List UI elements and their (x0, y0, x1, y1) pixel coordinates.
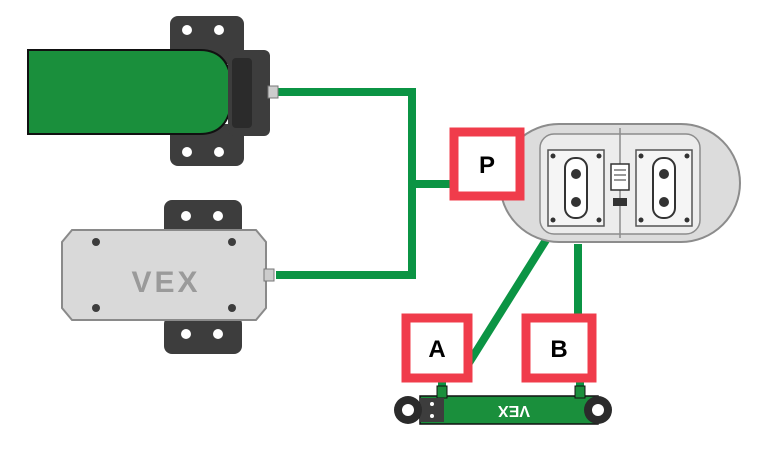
label-b: B (521, 313, 597, 383)
label-p-text: P (479, 152, 495, 179)
piston-logo: VEX (498, 402, 530, 419)
air-tank (27, 16, 279, 166)
cylinder-fitting (263, 268, 275, 282)
piston-port (436, 385, 448, 399)
tank-end-cap-inner (232, 58, 252, 128)
mount-hole (214, 147, 224, 157)
screw (92, 304, 100, 312)
highlight-box-b (521, 313, 597, 383)
mount-hole (181, 329, 191, 339)
mounting-bracket-icon (164, 316, 242, 354)
mount-hole (182, 147, 192, 157)
label-p: P (449, 127, 525, 201)
tank-fitting (267, 85, 279, 99)
tube-port-a (458, 237, 550, 377)
connector-port-icon (610, 163, 630, 191)
indicator-icon (613, 198, 627, 206)
vex-cylinder: VEX (61, 200, 275, 354)
screw (92, 238, 100, 246)
label-a-text: A (428, 336, 445, 363)
valve-port-icon (547, 149, 605, 227)
screw (228, 238, 236, 246)
screw (228, 304, 236, 312)
piston-end-cap (420, 398, 444, 422)
mount-hole (181, 211, 191, 221)
piston-port (574, 385, 586, 399)
valve-port-icon (635, 149, 693, 227)
cylinder-body (61, 229, 267, 321)
highlight-box-a (401, 313, 473, 383)
mount-hole (213, 211, 223, 221)
tube-air-tank-to-manifold (276, 88, 462, 188)
pneumatic-piston: VEX (394, 385, 612, 425)
tank-body (27, 49, 234, 135)
mount-hole (213, 329, 223, 339)
label-a: A (401, 313, 473, 383)
tube-cylinder-to-manifold (276, 184, 416, 279)
mount-hole (214, 25, 224, 35)
label-b-text: B (550, 336, 567, 363)
highlight-box-p (449, 127, 525, 201)
solenoid-manifold (499, 123, 741, 243)
mount-hole (182, 25, 192, 35)
vex-logo: VEX (131, 266, 200, 299)
